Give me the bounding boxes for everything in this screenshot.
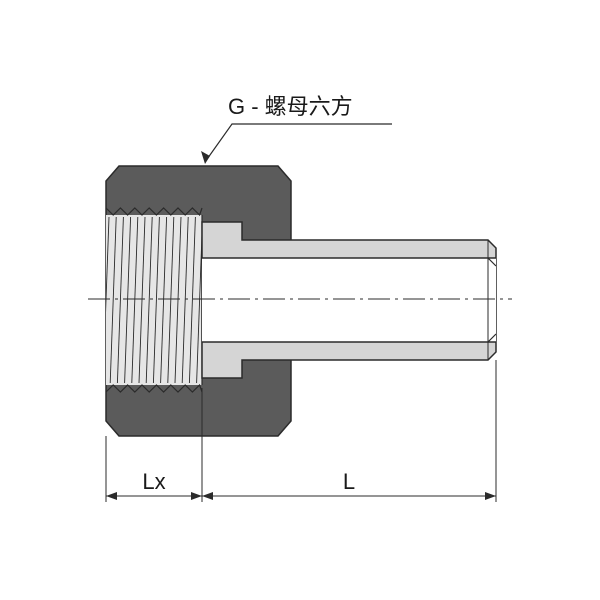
thread-line — [188, 216, 196, 384]
bore-chamfer-top — [487, 257, 497, 267]
thread-line — [116, 216, 124, 384]
dimension-arrow-lx-right — [191, 492, 202, 500]
thread-line — [145, 216, 153, 384]
thread-line — [106, 216, 110, 313]
bore-chamfer-bottom — [487, 333, 497, 343]
thread-line — [167, 216, 175, 384]
thread-line — [109, 216, 117, 384]
tube-bore — [202, 258, 496, 342]
dimension-label-l: L — [343, 469, 355, 494]
callout-arrowhead — [201, 151, 210, 164]
thread-line — [160, 216, 168, 384]
thread-crest-bottom — [105, 383, 203, 393]
dimension-arrow-l-right — [485, 492, 496, 500]
thread-line — [152, 216, 160, 384]
thread-crest-top — [105, 207, 203, 217]
callout-leader — [204, 123, 392, 163]
thread-line — [138, 216, 146, 384]
callout-label: G - 螺母六方 — [228, 94, 353, 119]
dimension-arrow-l-left — [202, 492, 213, 500]
thread-line — [131, 216, 139, 384]
thread-line — [124, 216, 132, 384]
dimension-arrow-lx-left — [106, 492, 117, 500]
thread-line — [174, 216, 182, 384]
dimension-label-lx: Lx — [142, 469, 165, 494]
thread-line — [181, 216, 189, 384]
